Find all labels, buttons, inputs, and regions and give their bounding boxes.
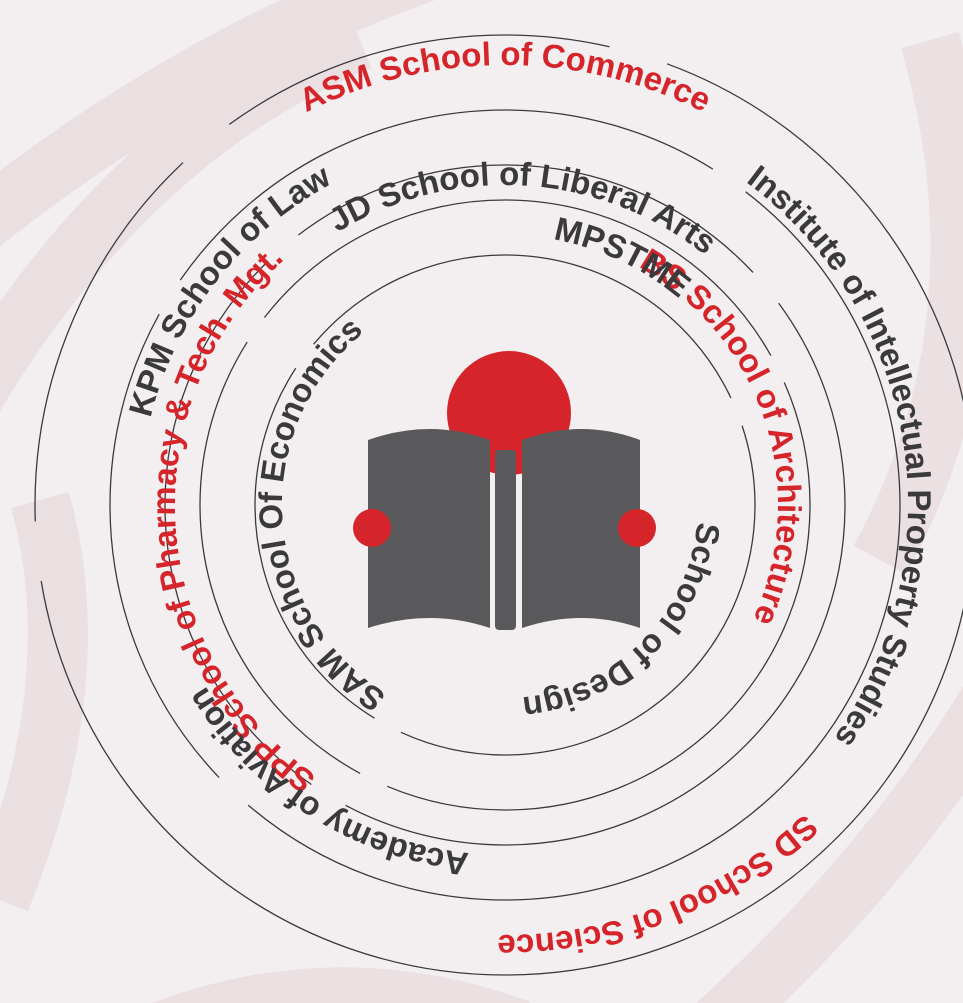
orbit-rings — [34, 34, 963, 976]
left-hand-circle — [353, 509, 391, 547]
label-bs-school-of-architecture: BS School of Architecture — [635, 241, 809, 631]
book-right-page — [522, 429, 640, 628]
reading-person-with-open-book-icon — [353, 351, 656, 630]
label-academy-of-aviation: Academy of Aviation — [180, 682, 471, 883]
right-hand-circle — [618, 509, 656, 547]
book-spine — [495, 450, 516, 630]
book-left-page — [368, 429, 490, 628]
